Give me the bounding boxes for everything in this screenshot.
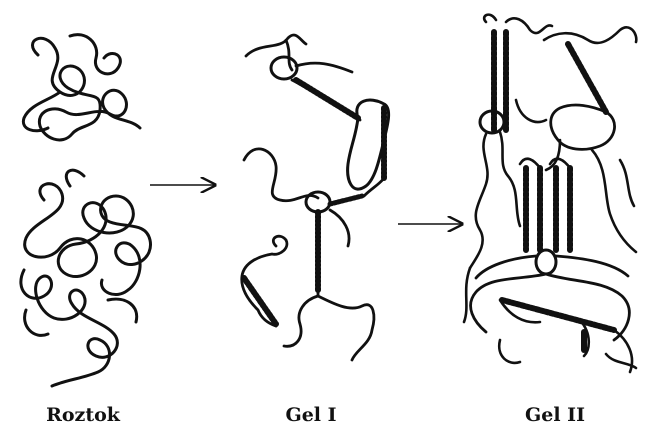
- gel2-node-center: [536, 250, 556, 274]
- coil-bottom: [25, 184, 151, 295]
- gel1-junction-3: [330, 196, 362, 204]
- label-solution: Roztok: [28, 402, 138, 428]
- gel2-junction-bottom: [502, 300, 614, 330]
- gel1-node-top: [271, 57, 297, 79]
- solution-coils: [21, 35, 151, 386]
- gel1-network: [242, 35, 389, 360]
- label-gel-2: Gel II: [500, 402, 610, 428]
- gel2-junction-top-right: [568, 44, 606, 112]
- gel2-network: [464, 15, 636, 372]
- coil-top: [23, 38, 140, 140]
- label-gel-1: Gel I: [256, 402, 366, 428]
